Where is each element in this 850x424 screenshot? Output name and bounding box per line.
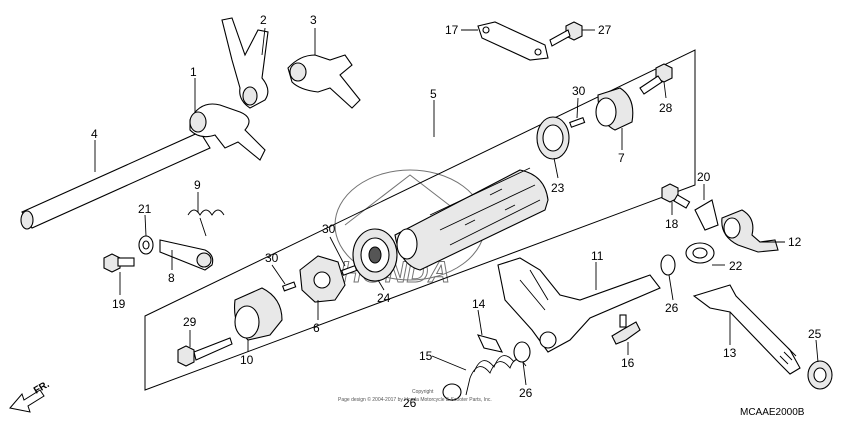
assembly-frame bbox=[144, 49, 696, 391]
callout-23: 23 bbox=[551, 181, 565, 195]
callout-19: 19 bbox=[112, 297, 126, 311]
washer-22 bbox=[685, 242, 715, 264]
bolt-28 bbox=[639, 63, 673, 95]
shift-spindle-11 bbox=[497, 257, 661, 353]
callout-4: 4 bbox=[91, 127, 98, 141]
diagram-code: MCAAE2000B bbox=[740, 407, 805, 418]
pin-16 bbox=[611, 314, 641, 345]
callout-7: 7 bbox=[618, 151, 625, 165]
spring-9 bbox=[187, 209, 225, 237]
drum-collar-7 bbox=[595, 87, 634, 131]
callout-14: 14 bbox=[472, 297, 486, 311]
callout-24: 24 bbox=[377, 291, 391, 305]
callout-10: 10 bbox=[240, 353, 254, 367]
callout-18: 18 bbox=[665, 217, 679, 231]
callout-20: 20 bbox=[697, 170, 711, 184]
front-label: FR. bbox=[32, 379, 52, 397]
front-direction-arrow: FR. bbox=[9, 379, 52, 413]
stopper-arm bbox=[159, 239, 214, 271]
pin-30-top bbox=[569, 117, 586, 128]
callout-9: 9 bbox=[194, 178, 201, 192]
callout-16: 16 bbox=[621, 356, 635, 370]
clip-20 bbox=[694, 199, 719, 231]
bolt-29 bbox=[177, 337, 233, 367]
callout-1: 1 bbox=[190, 65, 197, 79]
callouts: 1 2 3 4 5 6 7 8 9 10 11 12 13 14 15 16 1… bbox=[91, 13, 822, 410]
callout-30-a: 30 bbox=[265, 251, 279, 265]
callout-26-a: 26 bbox=[665, 301, 679, 315]
drum-center bbox=[299, 255, 346, 303]
clip-26-lower bbox=[513, 341, 531, 363]
spring-pin-14 bbox=[477, 334, 504, 353]
callout-8: 8 bbox=[168, 271, 175, 285]
callout-30-c: 30 bbox=[572, 84, 586, 98]
callout-15: 15 bbox=[419, 349, 433, 363]
callout-12: 12 bbox=[788, 235, 802, 249]
bolt-18 bbox=[661, 183, 691, 209]
shift-fork-shaft bbox=[20, 131, 211, 230]
callout-5: 5 bbox=[430, 87, 437, 101]
collar-10 bbox=[233, 287, 283, 341]
callout-11: 11 bbox=[591, 249, 604, 263]
shift-fork-2 bbox=[221, 17, 269, 109]
bearing-23 bbox=[536, 116, 570, 160]
pin-30-left bbox=[281, 281, 297, 292]
callout-27: 27 bbox=[598, 23, 612, 37]
clip-26-upper bbox=[660, 254, 676, 276]
callout-13: 13 bbox=[723, 346, 737, 360]
shift-drum bbox=[394, 167, 549, 271]
callout-17: 17 bbox=[445, 23, 459, 37]
shift-fork-1 bbox=[189, 103, 266, 161]
callout-26-c: 26 bbox=[403, 396, 417, 410]
bearing-24 bbox=[352, 228, 398, 282]
callout-3: 3 bbox=[310, 13, 317, 27]
copyright-line-2: Page design © 2004-2017 by Honda Motorcy… bbox=[338, 396, 492, 403]
callout-2: 2 bbox=[260, 13, 267, 27]
guide-plate-17 bbox=[477, 21, 549, 61]
copyright-line-1: Copyright bbox=[412, 389, 434, 395]
bolt-19 bbox=[103, 253, 135, 273]
callout-28: 28 bbox=[659, 101, 673, 115]
shaft-13 bbox=[692, 284, 801, 375]
callout-6: 6 bbox=[313, 321, 320, 335]
callout-22: 22 bbox=[729, 259, 743, 273]
callout-21: 21 bbox=[138, 202, 152, 216]
callout-30-b: 30 bbox=[322, 222, 336, 236]
callout-25: 25 bbox=[808, 327, 822, 341]
callout-29: 29 bbox=[183, 315, 197, 329]
callout-26-b: 26 bbox=[519, 386, 533, 400]
seal-25 bbox=[807, 360, 833, 390]
spindle-12 bbox=[721, 209, 779, 253]
washer-21 bbox=[138, 235, 154, 255]
shift-fork-3 bbox=[287, 54, 361, 109]
clip-26-bottom bbox=[442, 383, 462, 401]
bolt-27 bbox=[549, 21, 583, 47]
leader-lines bbox=[94, 27, 819, 386]
